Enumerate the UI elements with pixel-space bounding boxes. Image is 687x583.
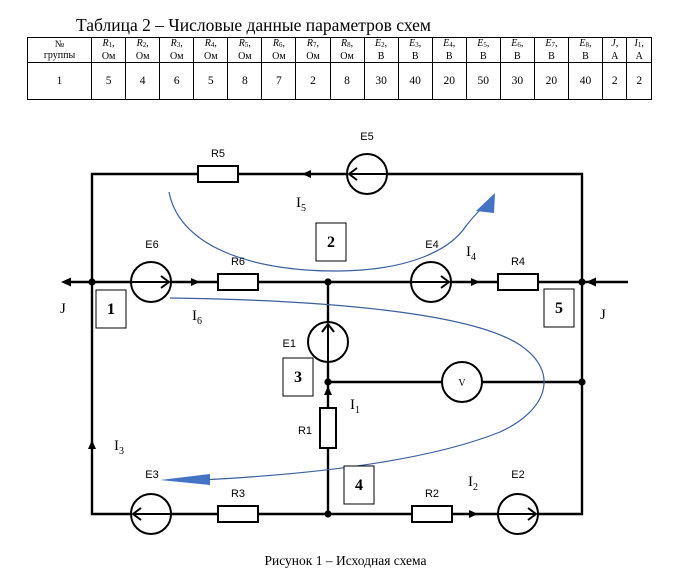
label-i2: I2	[468, 474, 478, 493]
cell-j: 2	[602, 62, 628, 100]
cell-r5: 8	[227, 62, 263, 100]
header-group-number: № группы	[26, 37, 93, 63]
header-j: J,А	[602, 37, 628, 63]
cell-r1: 5	[91, 62, 127, 100]
header-e2: E2,В	[363, 37, 399, 63]
junction-dot	[324, 378, 332, 386]
label-e3: E3	[145, 469, 158, 481]
cell-r6: 7	[261, 62, 297, 100]
label-e4: E4	[425, 239, 438, 251]
arrow-left-icon	[131, 507, 142, 521]
node-boxes	[95, 222, 575, 505]
arrow-right-icon	[440, 275, 451, 289]
resistor-r2	[411, 505, 453, 523]
label-i5: I5	[296, 195, 306, 214]
loop-contour-upper	[168, 191, 483, 272]
header-r1: R1,Ом	[91, 37, 127, 63]
i1-arrow-icon	[324, 386, 332, 395]
j-right-arrow-icon	[586, 277, 596, 287]
source-arrows	[131, 167, 538, 521]
label-i6: I6	[192, 308, 202, 327]
i6-arrow-icon	[191, 278, 200, 286]
header-e6: E6,В	[499, 37, 535, 63]
arrow-right-icon	[527, 507, 538, 521]
cell-e5: 50	[465, 62, 501, 100]
voltmeter	[441, 361, 483, 403]
node-box-4	[343, 465, 375, 505]
node-number-1: 1	[107, 301, 115, 318]
node-box-5	[543, 288, 575, 328]
header-group-label: группы	[43, 50, 76, 61]
arrow-left-icon	[347, 167, 358, 181]
cell-r4: 5	[193, 62, 229, 100]
junction-dot	[88, 278, 96, 286]
resistors	[197, 165, 539, 523]
node-box-1	[95, 289, 127, 329]
label-e5: E5	[360, 131, 373, 143]
junction-dot	[578, 278, 586, 286]
i3-arrow-icon	[88, 440, 96, 449]
cell-e2: 30	[363, 62, 399, 100]
cell-e3: 40	[397, 62, 433, 100]
header-number-sign: №	[54, 39, 65, 50]
resistor-r3	[217, 505, 259, 523]
junction-dots	[88, 278, 586, 518]
label-r4: R4	[511, 256, 525, 268]
label-e2: E2	[511, 469, 524, 481]
label-r6: R6	[231, 256, 245, 268]
header-r6: R6,Ом	[261, 37, 297, 63]
header-e8: E8,В	[567, 37, 604, 63]
label-i4: I4	[466, 244, 476, 263]
junction-dot	[324, 278, 332, 286]
label-voltmeter: V	[458, 378, 466, 389]
i2-arrow-icon	[469, 510, 478, 518]
i5-arrow-icon	[302, 170, 311, 178]
label-e6: E6	[145, 239, 158, 251]
figure-caption: Рисунок 1 – Исходная схема	[0, 552, 687, 570]
node-number-5: 5	[555, 300, 563, 317]
node-number-2: 2	[327, 234, 335, 251]
loop-arrow-lower-icon	[160, 474, 210, 485]
node-box-3	[282, 357, 314, 397]
resistor-r5	[197, 165, 239, 183]
figure-caption-text: Рисунок 1 – Исходная схема	[264, 553, 427, 568]
loop-arrow-upper-icon	[476, 193, 495, 213]
label-i3: I3	[114, 438, 124, 457]
header-e7: E7,В	[533, 37, 569, 63]
resistor-r6	[217, 273, 259, 291]
loop-contours	[168, 191, 545, 481]
label-j-right: J	[600, 307, 606, 323]
cell-r7: 2	[295, 62, 331, 100]
label-r5: R5	[211, 148, 225, 160]
node-number-3: 3	[294, 369, 302, 386]
j-left-arrow-icon	[61, 277, 71, 287]
label-r1: R1	[298, 425, 312, 437]
resistor-r4	[497, 273, 539, 291]
outer-loop-wire	[90, 172, 584, 516]
component-labels: R5 R6 R4 R1 R3 R2 E5 E6 E4 E1 E3 E2 V J …	[60, 131, 606, 500]
node-number-4: 4	[355, 477, 363, 494]
arrow-right-icon	[160, 275, 171, 289]
label-r3: R3	[231, 488, 245, 500]
arrow-up-icon	[321, 322, 335, 333]
junction-dot	[324, 510, 332, 518]
table-title: Таблица 2 – Числовые данные параметров с…	[76, 15, 431, 35]
cell-i1: 2	[626, 62, 652, 100]
i4-arrow-icon	[471, 278, 480, 286]
node-box-2	[315, 222, 347, 262]
resistor-r1	[319, 407, 337, 449]
junction-dot	[578, 378, 586, 386]
current-arrowheads	[88, 170, 480, 518]
header-r3: R3,Ом	[159, 37, 195, 63]
label-r2: R2	[425, 488, 439, 500]
header-e5: E5,В	[465, 37, 501, 63]
label-e1: E1	[283, 338, 296, 350]
header-e3: E3,В	[397, 37, 433, 63]
label-j-left: J	[60, 301, 66, 317]
loop-contour-lower	[169, 297, 545, 481]
label-i1: I1	[350, 397, 360, 416]
